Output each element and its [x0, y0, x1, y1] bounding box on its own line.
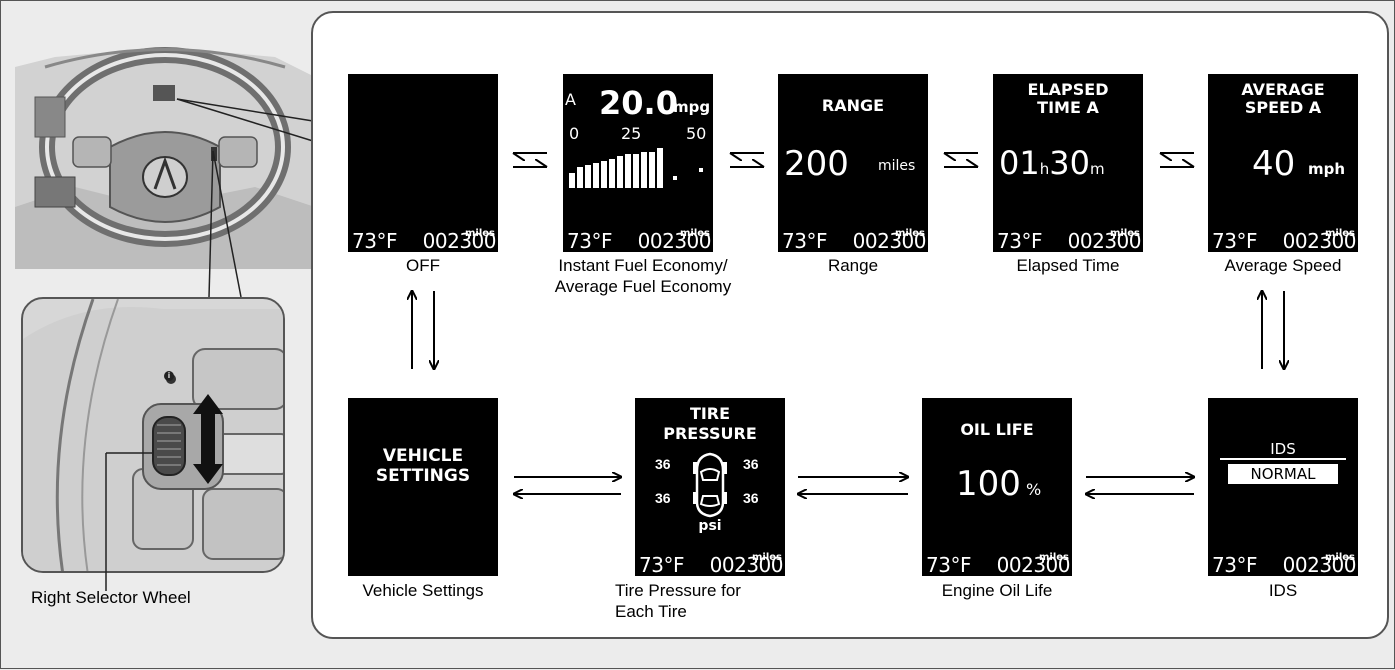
oil-unit: % [1026, 480, 1042, 499]
fuel-bar [649, 152, 655, 188]
right-selector-wheel-label: Right Selector Wheel [31, 588, 191, 607]
fuel-value: 20.0 [599, 84, 678, 122]
screen-average-speed: AVERAGE SPEED A 40 mph miles 73°F 002300 [1208, 74, 1358, 252]
label-off: OFF [406, 256, 440, 275]
fuel-dot [699, 168, 703, 172]
avg-speed-title-1: AVERAGE [1241, 80, 1325, 99]
range-value: 200 [784, 144, 849, 184]
label-elapsed-time: Elapsed Time [1016, 256, 1120, 275]
elapsed-title-1: ELAPSED [1027, 80, 1109, 99]
steering-wheel-illustration [15, 47, 315, 269]
oil-value: 100 [956, 464, 1021, 504]
label-average-speed: Average Speed [1224, 256, 1342, 275]
elapsed-title-2: TIME A [1037, 98, 1099, 117]
vehicle-line-1: VEHICLE [382, 446, 464, 466]
scale-0: 0 [569, 124, 580, 143]
fuel-bar-graph [569, 146, 709, 188]
fuel-bar [617, 156, 623, 188]
screen-footer: miles 73°F 002300 [926, 552, 1071, 576]
tire-title-2: PRESSURE [663, 424, 757, 443]
avg-speed-value: 40 [1252, 144, 1296, 184]
tire-fr: 36 [743, 456, 759, 472]
fuel-bar [625, 154, 631, 188]
avg-speed-title-2: SPEED A [1244, 98, 1322, 117]
selector-wheel-detail [21, 297, 285, 573]
screen-footer: miles 73°F 002300 [567, 228, 712, 252]
ids-mode-box: NORMAL [1228, 464, 1338, 484]
label-oil-life: Engine Oil Life [941, 581, 1053, 600]
car-top-view-icon [693, 452, 727, 518]
ids-divider [1220, 458, 1346, 460]
fuel-bar [657, 148, 663, 188]
scale-50: 50 [686, 124, 707, 143]
label-range: Range [827, 256, 879, 275]
screen-oil-life: OIL LIFE 100 % miles 73°F 002300 [922, 398, 1072, 576]
screen-vehicle-settings: VEHICLE SETTINGS [348, 398, 498, 576]
tire-rr: 36 [743, 490, 759, 506]
label-vehicle-settings: Vehicle Settings [362, 581, 484, 600]
fuel-bar [601, 161, 607, 188]
screen-footer: miles 73°F 002300 [997, 228, 1142, 252]
range-title: RANGE [821, 96, 885, 115]
screen-tire-pressure: TIRE PRESSURE 36 36 36 36 psi miles 73°F… [635, 398, 785, 576]
label-fuel-economy: Instant Fuel Economy/ Average Fuel Econo… [554, 256, 732, 296]
tire-title-1: TIRE [689, 404, 731, 423]
fuel-bar [609, 159, 615, 188]
screen-footer: miles 73°F 002300 [1212, 228, 1357, 252]
fuel-bar [633, 154, 639, 188]
elapsed-value: 01h30m [999, 144, 1105, 182]
fuel-bar [585, 165, 591, 188]
range-unit: miles [878, 158, 916, 174]
label-tire-pressure: Tire Pressure for Each Tire [615, 581, 741, 621]
vehicle-line-2: SETTINGS [375, 466, 471, 486]
screen-ids: IDS NORMAL miles 73°F 002300 [1208, 398, 1358, 576]
screen-elapsed-time: ELAPSED TIME A 01h30m miles 73°F 002300 [993, 74, 1143, 252]
info-icon: i [164, 371, 174, 381]
fuel-bar [641, 152, 647, 188]
screen-footer: miles 73°F 002300 [782, 228, 927, 252]
screen-footer: miles 73°F 002300 [639, 552, 784, 576]
fuel-dot [673, 176, 677, 180]
tire-unit: psi [698, 518, 722, 534]
fuel-unit: mpg [673, 98, 711, 116]
fuel-bar [577, 167, 583, 188]
screen-range: RANGE 200 miles miles 73°F 002300 [778, 74, 928, 252]
scale-25: 25 [621, 124, 642, 143]
screen-fuel-economy: A 20.0 mpg 0 25 50 miles 73°F 002300 [563, 74, 713, 252]
screen-off: miles 73°F 002300 [348, 74, 498, 252]
fuel-bar [593, 163, 599, 188]
tire-rl: 36 [655, 490, 671, 506]
fuel-bar [569, 173, 575, 188]
ids-title: IDS [1270, 440, 1296, 458]
trip-indicator: A [565, 90, 576, 109]
screen-footer: miles 73°F 002300 [1212, 552, 1357, 576]
tire-fl: 36 [655, 456, 671, 472]
screen-footer: miles 73°F 002300 [352, 228, 497, 252]
avg-speed-unit: mph [1308, 160, 1346, 178]
oil-title: OIL LIFE [960, 420, 1034, 439]
label-ids: IDS [1268, 581, 1298, 600]
